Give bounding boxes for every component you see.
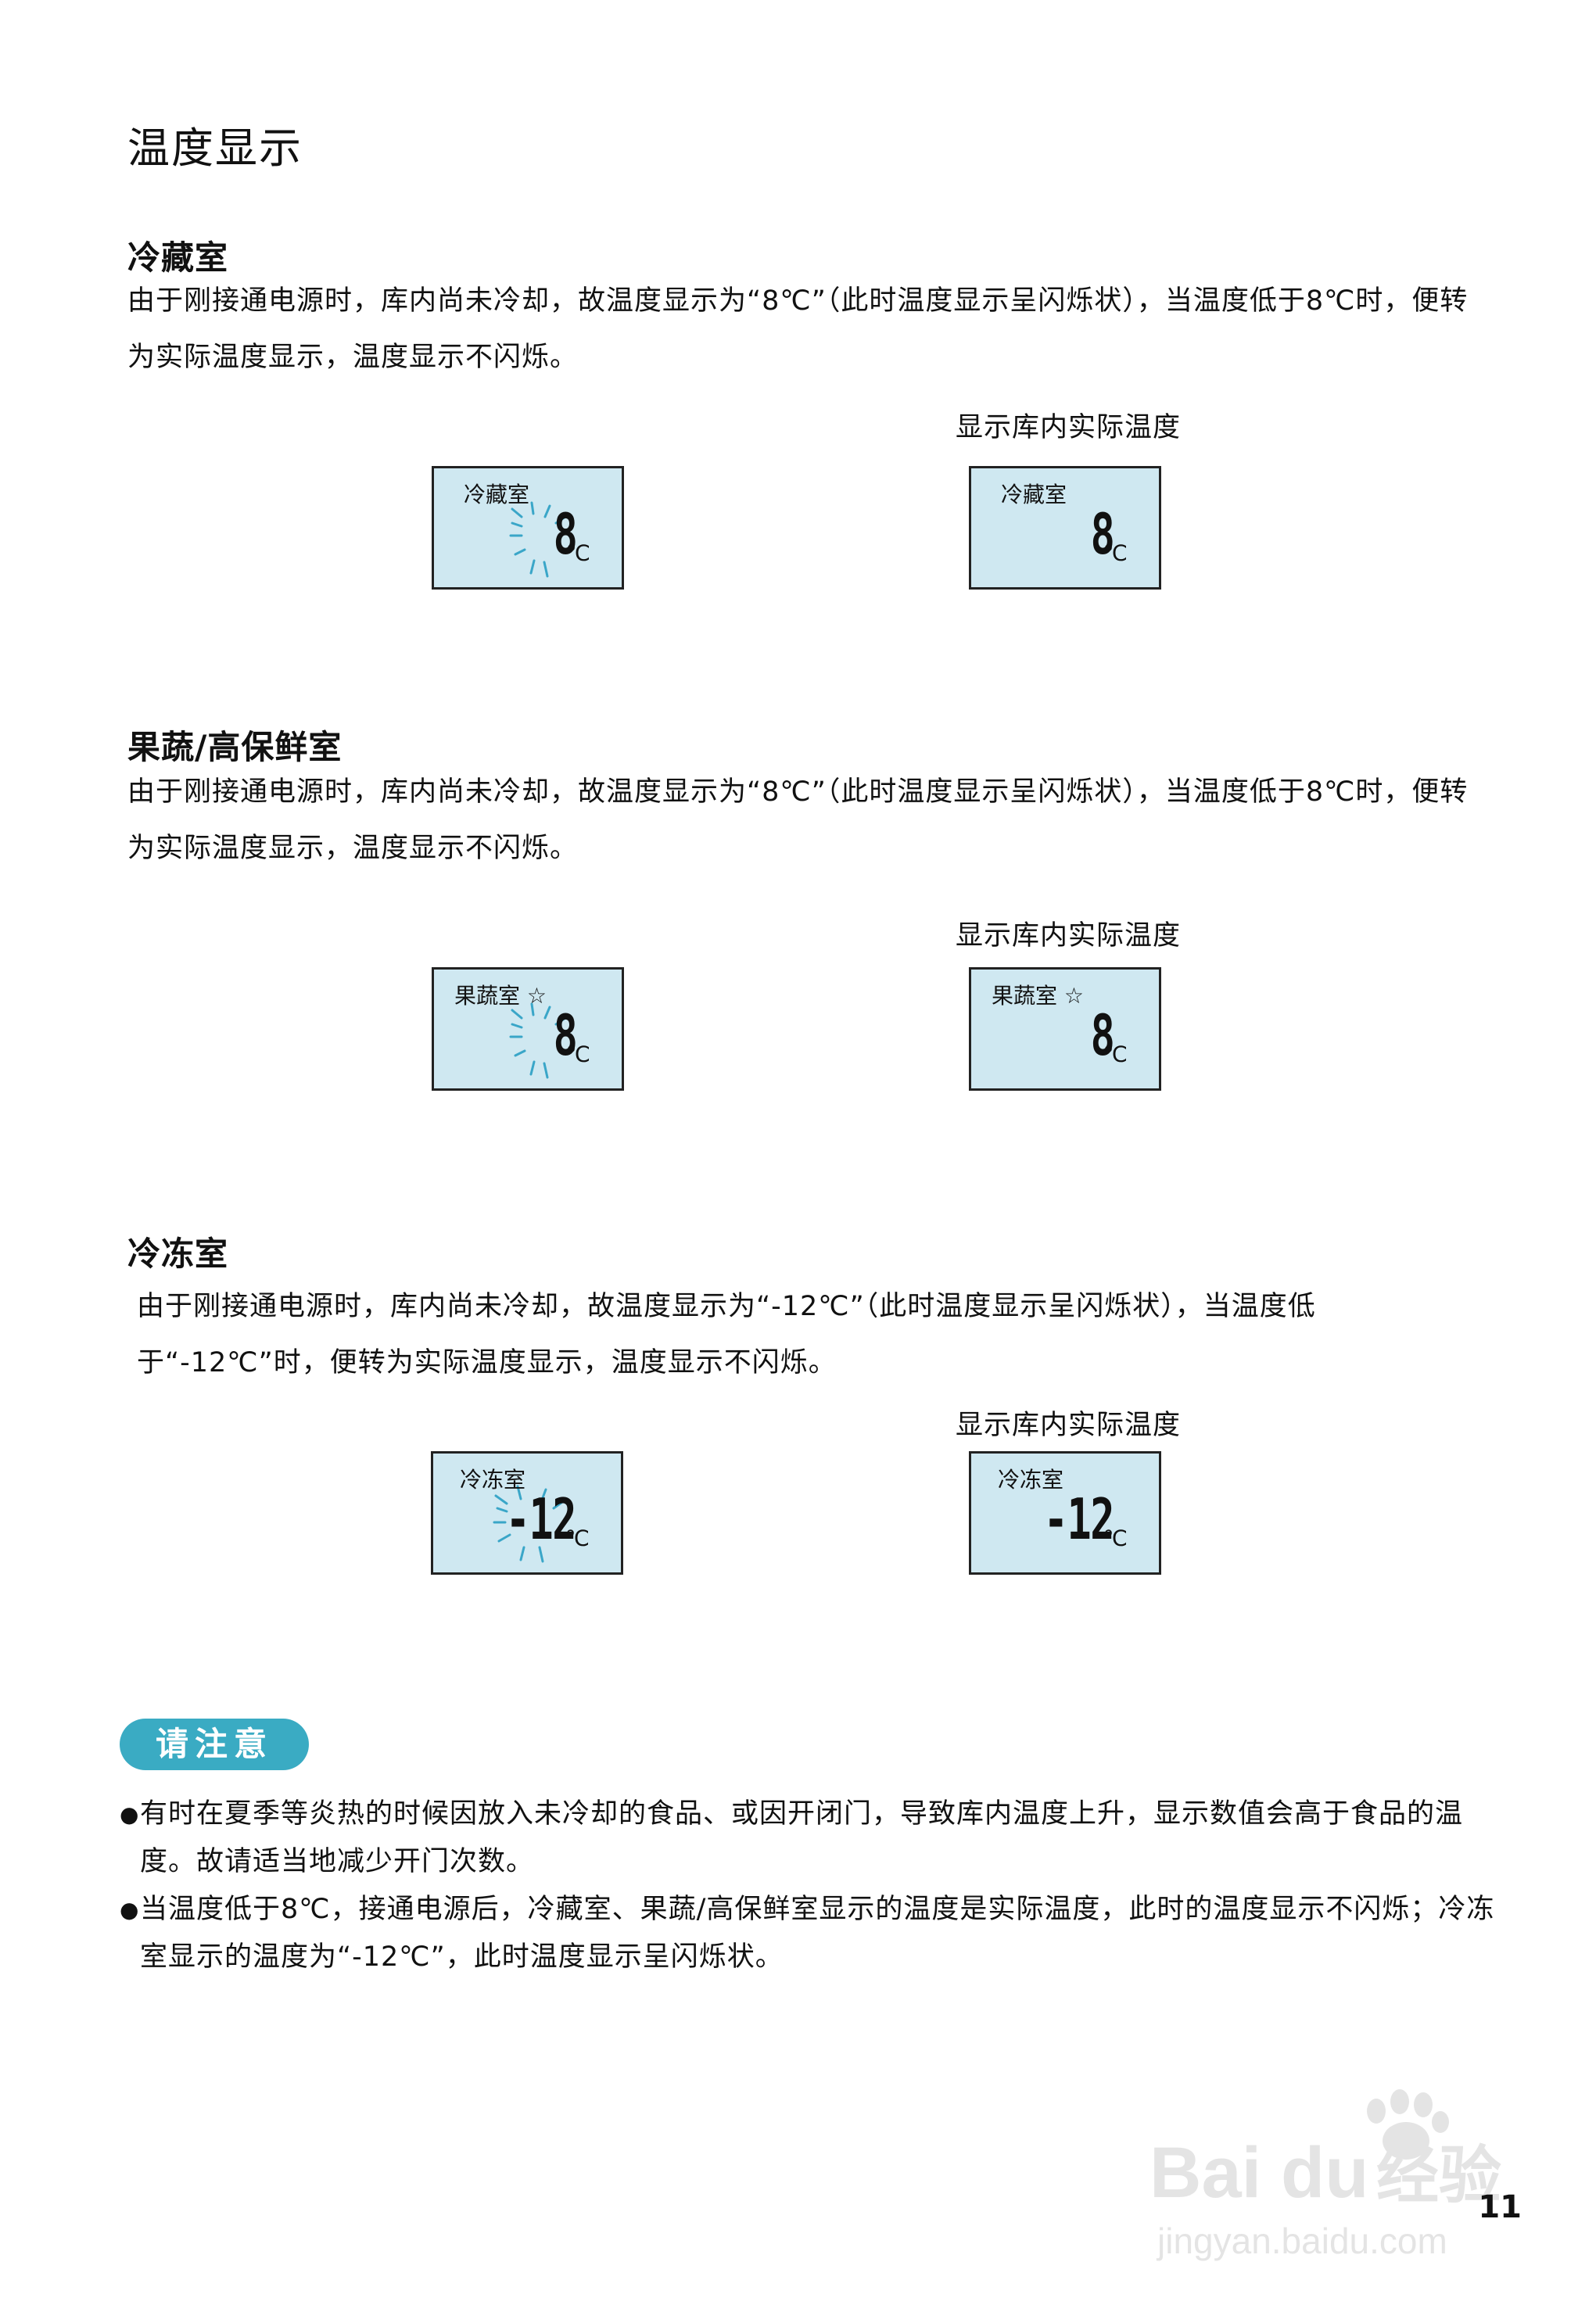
baidu-jingyan-watermark-logo: Bai du 经验 jingyan.baidu.com <box>1149 2089 1501 2261</box>
display-label: 冷冻室 <box>460 1467 526 1493</box>
note-item: ● 有时在夏季等炎热的时候因放入未冷却的食品、或因开闭门，导致库内温度上升，显示… <box>120 1791 1496 1886</box>
display-temperature: 8 <box>553 1002 577 1068</box>
display-temperature: 8 <box>553 501 577 567</box>
display-freezer-blinking: 冷冻室 -12 ℃ <box>431 1451 623 1575</box>
display-fresh-blinking: 果蔬室 ☆ 8 ℃ <box>432 967 624 1091</box>
blink-rays-icon <box>509 501 567 578</box>
display-temperature: 8 <box>1090 501 1114 567</box>
bullet-dot-icon: ● <box>120 1801 140 1827</box>
display-unit: ℃ <box>1103 1525 1128 1551</box>
note-item: ● 当温度低于8℃，接通电源后，冷藏室、果蔬/高保鲜室显示的温度是实际温度，此时… <box>120 1886 1496 1981</box>
section-title-freezer: 冷冻室 <box>127 1235 229 1273</box>
display-temperature: -12 <box>1043 1486 1115 1552</box>
svg-text:经验: 经验 <box>1376 2139 1501 2212</box>
display-unit: ℃ <box>1103 540 1128 566</box>
section-paragraph-freezer: 由于刚接通电源时，库内尚未冷却，故温度显示为“-12℃”（此时温度显示呈闪烁状）… <box>137 1291 1316 1378</box>
display-temperature: -12 <box>505 1486 577 1552</box>
section-title-fresh-room: 果蔬/高保鲜室 <box>127 728 343 766</box>
display-unit: ℃ <box>565 540 590 566</box>
display-label: 果蔬室 ☆ <box>992 983 1085 1009</box>
caption-actual-temp: 显示库内实际温度 <box>956 1410 1182 1441</box>
blink-rays-icon <box>509 1002 567 1079</box>
svg-text:Bai: Bai <box>1149 2133 1261 2213</box>
svg-text:jingyan.baidu.com: jingyan.baidu.com <box>1156 2221 1447 2261</box>
section-title-refrigerator: 冷藏室 <box>127 238 229 277</box>
display-unit: ℃ <box>565 1041 590 1067</box>
bullet-dot-icon: ● <box>120 1897 140 1923</box>
section-paragraph-fresh-room: 由于刚接通电源时，库内尚未冷却，故温度显示为“8℃”（此时温度显示呈闪烁状），当… <box>127 776 1469 864</box>
display-refrigerator-actual: 冷藏室 8 ℃ <box>969 466 1161 590</box>
display-refrigerator-blinking: 冷藏室 8 ℃ <box>432 466 624 590</box>
page-title: 温度显示 <box>127 124 303 173</box>
display-label: 冷藏室 <box>464 482 530 507</box>
display-label: 冷冻室 <box>998 1467 1064 1493</box>
note-list: ● 有时在夏季等炎热的时候因放入未冷却的食品、或因开闭门，导致库内温度上升，显示… <box>120 1791 1496 1981</box>
display-label: 冷藏室 <box>1001 482 1067 507</box>
display-temperature: 8 <box>1090 1002 1114 1068</box>
caption-actual-temp: 显示库内实际温度 <box>956 920 1182 952</box>
display-unit: ℃ <box>1103 1041 1128 1067</box>
svg-text:du: du <box>1281 2133 1368 2213</box>
display-label: 果蔬室 ☆ <box>454 983 547 1009</box>
display-unit: ℃ <box>565 1525 590 1551</box>
caption-actual-temp: 显示库内实际温度 <box>956 412 1182 443</box>
section-paragraph-refrigerator: 由于刚接通电源时，库内尚未冷却，故温度显示为“8℃”（此时温度显示呈闪烁状），当… <box>127 285 1469 373</box>
display-fresh-actual: 果蔬室 ☆ 8 ℃ <box>969 967 1161 1091</box>
blink-rays-icon <box>493 1485 566 1563</box>
display-freezer-actual: 冷冻室 -12 ℃ <box>969 1451 1161 1575</box>
page-number: 11 <box>1478 2189 1522 2225</box>
note-badge: 请注意 <box>120 1719 309 1770</box>
